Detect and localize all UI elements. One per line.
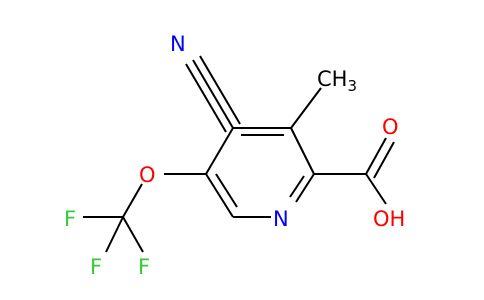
atom-ring-n: N [273, 207, 289, 231]
bond-c-o-double-1 [365, 137, 387, 175]
bond-c3-c2 [290, 127, 315, 175]
atom-carbonyl-o: O [382, 115, 399, 139]
bond-c2-n-inner [289, 175, 305, 198]
bond-nitrile-3 [185, 63, 227, 133]
bond-c6-c5 [205, 173, 234, 218]
bond-o-cf3 [122, 183, 143, 218]
bond-c6-c5-inner [215, 173, 238, 208]
bond-c3-methyl [290, 87, 322, 129]
bond-nitrile-1 [192, 59, 234, 129]
atom-hydroxyl: OH [373, 207, 405, 231]
bond-c-f-bottom2 [122, 216, 144, 253]
atom-ether-o: O [139, 163, 156, 187]
atom-labels: N CH3 O O N OH F F F [64, 32, 405, 279]
atom-fluorine-bottom-left: F [90, 255, 102, 279]
atom-fluorine-left: F [64, 207, 76, 231]
bond-c5-c4 [205, 127, 234, 175]
atom-nitrile-n: N [170, 32, 186, 56]
atom-fluorine-bottom-right: F [138, 255, 150, 279]
bond-c-f-bottom1 [105, 216, 124, 253]
bond-c-o-double-2 [373, 141, 395, 179]
bond-nitrile-2 [199, 55, 241, 125]
bond-c2-n [295, 173, 315, 203]
atom-methyl: CH3 [317, 67, 357, 95]
bonds [83, 55, 395, 253]
bond-c-oh [365, 173, 387, 205]
